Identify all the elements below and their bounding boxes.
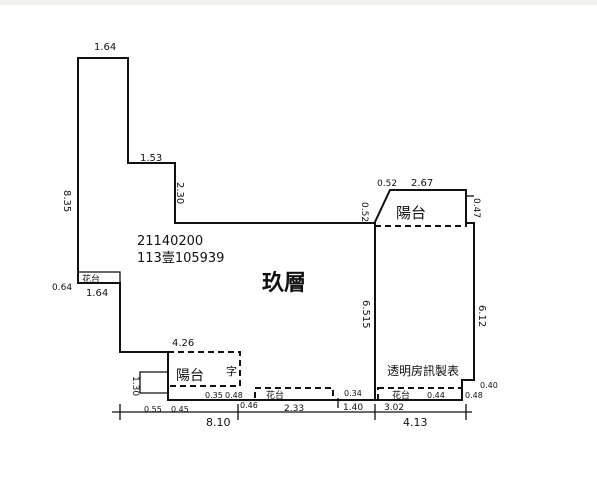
dim-bottom-h: 0.34 xyxy=(344,389,362,398)
dim-bottom-j: 0.44 xyxy=(427,391,445,400)
dim-bottom-d: 0.48 xyxy=(225,391,243,400)
planter-bottom-a-label: 花台 xyxy=(266,389,284,401)
dim-balcony-width: 2.67 xyxy=(411,178,433,189)
dim-top-width: 1.64 xyxy=(94,42,116,53)
dim-balcony-right-height: 0.47 xyxy=(471,198,481,218)
dim-bottom-g: 1.40 xyxy=(343,403,363,413)
dim-left-lower-width: 4.26 xyxy=(172,338,194,349)
top-band xyxy=(0,0,597,5)
planter-bottom-a xyxy=(254,387,334,401)
dim-step-height: 2.30 xyxy=(174,182,185,204)
dim-step-width: 1.53 xyxy=(140,153,162,164)
dim-left-small-b: 1.64 xyxy=(86,288,108,299)
balcony-left-dashed xyxy=(168,351,241,387)
building-number: 113壹105939 xyxy=(137,251,224,266)
left-lower-block xyxy=(139,371,168,393)
balcony-right-dashed xyxy=(375,190,467,227)
dim-bottom-l: 0.40 xyxy=(480,381,498,390)
dim-left-small-a: 0.64 xyxy=(52,283,72,293)
dim-bottom-c: 0.35 xyxy=(205,391,223,400)
floor-name-label: 玖層 xyxy=(262,270,306,296)
dim-bottom-k: 0.48 xyxy=(465,391,483,400)
balcony-left-label: 陽台 xyxy=(176,368,204,384)
dim-right-height: 6.12 xyxy=(476,305,487,327)
dim-bottom-e: 0.46 xyxy=(240,401,258,410)
planter-bottom-b xyxy=(377,387,463,401)
dim-bottom-f: 2.33 xyxy=(284,404,304,414)
balcony-right-label: 陽台 xyxy=(396,204,426,222)
parcel-number: 21140200 xyxy=(137,234,203,249)
left-small-room xyxy=(78,271,121,283)
main-outline xyxy=(77,57,475,401)
dim-bottom-i: 3.02 xyxy=(384,403,404,413)
dim-overall-left: 8.10 xyxy=(206,416,231,429)
dim-balcony-chamfer: 0.52 xyxy=(377,179,397,189)
dim-bottom-a: 0.55 xyxy=(144,405,162,414)
dim-left-height: 8.35 xyxy=(61,190,72,212)
dim-bottom-b: 0.45 xyxy=(171,405,189,414)
watermark-label: 透明房訊製表 xyxy=(387,363,459,378)
side-note-label: 字 xyxy=(226,364,237,378)
dim-balcony-left-height: 0.52 xyxy=(359,202,369,222)
left-small-room-label: 花台 xyxy=(82,273,100,285)
planter-bottom-b-label: 花台 xyxy=(392,389,410,401)
dim-overall-right: 4.13 xyxy=(403,416,428,429)
dim-left-lower-height: 1.30 xyxy=(130,376,140,396)
dim-middle-height: 6.515 xyxy=(360,300,371,329)
